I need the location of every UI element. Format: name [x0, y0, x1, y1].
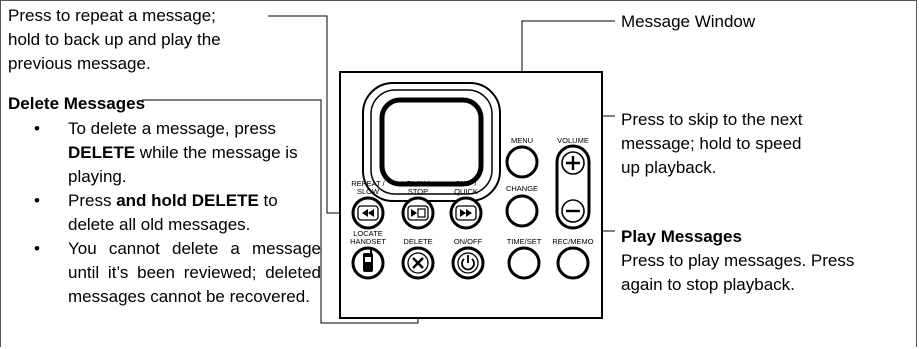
- play-button-label: PLAY /: [407, 179, 431, 188]
- change-button[interactable]: [505, 194, 539, 228]
- repeat-callout-line: hold to back up and play the: [8, 30, 221, 49]
- repeat-button-label: SLOW: [357, 187, 380, 196]
- repeat-callout: Press to repeat a message; hold to back …: [8, 4, 221, 76]
- volume-button-label: VOLUME: [557, 136, 589, 145]
- play-callout-line: again to stop playback.: [621, 275, 795, 294]
- onoff-button[interactable]: [451, 246, 485, 280]
- plus-icon: [561, 151, 585, 175]
- handset-icon: [363, 248, 373, 272]
- menu-button[interactable]: [505, 145, 539, 179]
- delete-bullet-list: To delete a message, press DELETE while …: [28, 117, 328, 309]
- repeat-button-label: REPEAT /: [351, 179, 385, 188]
- minus-icon: [561, 199, 585, 223]
- play-stop-button[interactable]: [401, 196, 435, 230]
- locate-handset-button[interactable]: [351, 246, 385, 280]
- play-button-label: STOP: [408, 187, 428, 196]
- play-callout: Press to play messages. Press again to s…: [621, 249, 854, 297]
- repeat-callout-line: Press to repeat a message;: [8, 6, 216, 25]
- delete-heading: Delete Messages: [8, 94, 146, 113]
- locate-button-label: LOCATE: [353, 229, 382, 238]
- menu-button-label: MENU: [511, 136, 533, 145]
- power-icon: [457, 252, 479, 274]
- fast-forward-icon: [455, 205, 477, 221]
- skip-callout: Press to skip to the next message; hold …: [621, 108, 802, 180]
- message-window: [362, 82, 501, 202]
- locate-button-label: HANDSET: [350, 237, 386, 246]
- delete-bullet-item: You cannot delete a message until it’s b…: [28, 237, 321, 309]
- skip-button-label: SKIP /: [455, 179, 477, 188]
- skip-callout-line: up playback.: [621, 158, 717, 177]
- repeat-callout-line: previous message.: [8, 54, 151, 73]
- play-heading: Play Messages: [621, 227, 742, 246]
- play-callout-line: Press to play messages. Press: [621, 251, 855, 270]
- delete-button-label: DELETE: [403, 237, 432, 246]
- recmemo-button-label: REC/MEMO: [552, 237, 593, 246]
- play-stop-icon: [407, 205, 429, 221]
- skip-callout-line: Press to skip to the next: [621, 110, 803, 129]
- delete-button[interactable]: [401, 246, 435, 280]
- delete-bullet-item: Press and hold DELETE to delete all old …: [28, 189, 321, 237]
- x-icon: [407, 252, 429, 274]
- delete-bullet-item: To delete a message, press DELETE while …: [28, 117, 321, 189]
- timeset-button[interactable]: [507, 246, 541, 280]
- change-button-label: CHANGE: [506, 184, 538, 193]
- recmemo-button[interactable]: [556, 246, 590, 280]
- skip-button[interactable]: [449, 196, 483, 230]
- rewind-icon: [357, 205, 379, 221]
- message-window-label: Message Window: [621, 12, 756, 31]
- repeat-button[interactable]: [351, 196, 385, 230]
- skip-button-label: QUICK: [454, 187, 478, 196]
- volume-rocker[interactable]: [555, 144, 591, 230]
- timeset-button-label: TIME/SET: [507, 237, 542, 246]
- skip-callout-line: message; hold to speed: [621, 134, 802, 153]
- onoff-button-label: ON/OFF: [454, 237, 483, 246]
